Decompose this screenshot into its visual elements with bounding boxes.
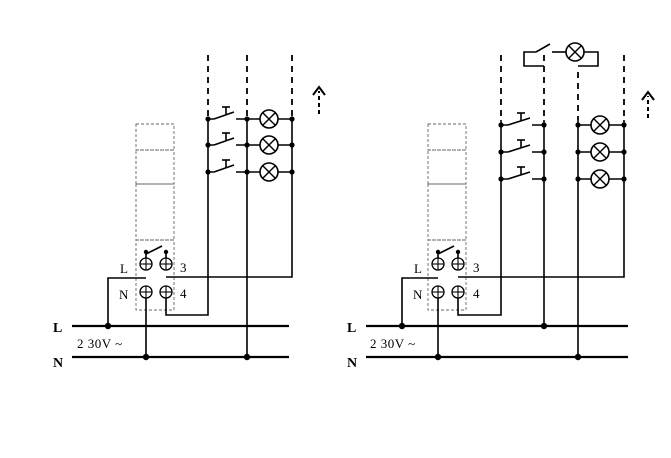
up-arrow-icon xyxy=(641,90,655,118)
left-terminal-3 xyxy=(159,257,173,271)
up-arrow-icon xyxy=(312,85,326,114)
right-terminal-L xyxy=(431,257,445,271)
right-voltage-label: 2 30V ~ xyxy=(370,336,416,351)
right-terminal-N-label: N xyxy=(413,287,423,302)
right-lamp-3 xyxy=(575,169,627,189)
left-relay-module xyxy=(135,123,175,311)
right-terminal-N xyxy=(431,285,445,299)
left-pushbutton-symbols xyxy=(213,106,236,175)
left-voltage-label: 2 30V ~ xyxy=(77,336,123,351)
left-terminal-3-label: 3 xyxy=(180,260,187,275)
left-neutral-label: N xyxy=(53,356,63,371)
right-top-switch-lamp xyxy=(523,42,599,67)
right-terminal-4 xyxy=(451,285,465,299)
left-terminal-L-label: L xyxy=(120,261,128,276)
right-pushbutton-row-3 xyxy=(498,166,547,182)
right-terminal-3-label: 3 xyxy=(473,260,480,275)
left-line-label: L xyxy=(53,321,62,336)
right-line-label: L xyxy=(347,321,356,336)
left-terminal-4 xyxy=(159,285,173,299)
right-relay-module xyxy=(427,123,467,311)
right-terminal-L-label: L xyxy=(414,261,422,276)
right-lamp-1 xyxy=(575,115,627,135)
left-lamp-1 xyxy=(247,109,295,129)
right-lamp-2 xyxy=(575,142,627,162)
left-terminal-4-label: 4 xyxy=(180,286,187,301)
right-pushbutton-row-2 xyxy=(498,139,547,155)
right-neutral-label: N xyxy=(347,356,357,371)
left-terminal-L xyxy=(139,257,153,271)
left-lamp-2 xyxy=(247,135,295,155)
left-circuit: L N 3 4 L N 2 30V ~ xyxy=(53,55,326,371)
left-terminal-N xyxy=(139,285,153,299)
right-circuit: L N 3 4 L N 2 30V ~ xyxy=(347,42,655,371)
right-terminal-4-label: 4 xyxy=(473,286,480,301)
right-terminal-3 xyxy=(451,257,465,271)
right-pushbutton-row-1 xyxy=(498,112,547,128)
left-lamp-3 xyxy=(247,162,295,182)
left-terminal-N-label: N xyxy=(119,287,129,302)
